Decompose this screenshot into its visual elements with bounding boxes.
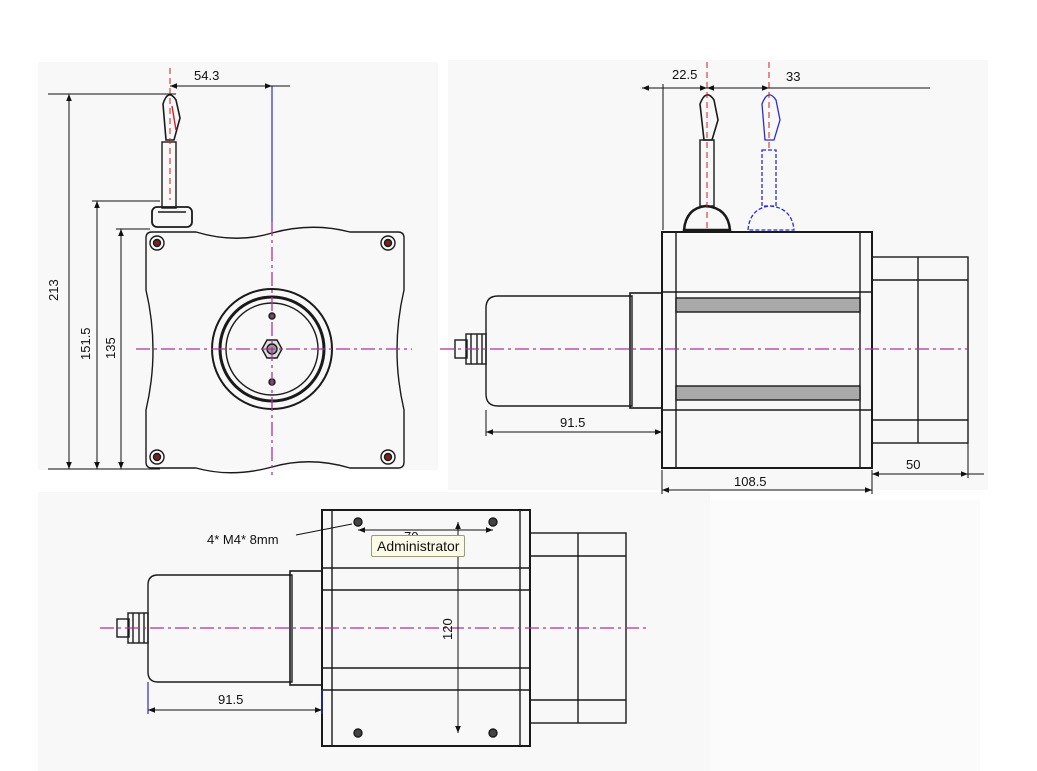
dim-label-33: 33	[786, 69, 800, 84]
side-drum-block	[871, 256, 969, 444]
panel-front-view	[38, 62, 438, 470]
screw-bottom-left	[149, 449, 165, 465]
dim-label-22-5: 22.5	[672, 67, 697, 82]
mount-hole-bottom-right	[488, 728, 498, 738]
mount-hole-top-left	[353, 517, 363, 527]
dim-label-120: 120	[440, 618, 455, 640]
side-rear-cylinder	[485, 295, 633, 407]
dim-label-91-5-bottom: 91.5	[218, 692, 243, 707]
mount-hole-bottom-left	[353, 728, 363, 738]
callout-leader	[295, 523, 353, 536]
dim-label-54-3: 54.3	[194, 68, 219, 83]
username-tooltip: Administrator	[371, 535, 466, 557]
cable-clip	[162, 94, 181, 141]
screw-bottom-right	[380, 449, 396, 465]
side-cable-clip	[699, 94, 719, 141]
side-extended-cable-clip	[761, 94, 781, 141]
mount-hole-top-right	[488, 517, 498, 527]
front-housing-outline	[145, 226, 405, 474]
panel-blank-area	[710, 500, 980, 771]
side-hatch-bottom	[675, 385, 861, 401]
bottom-rear-cylinder	[147, 574, 293, 683]
dim-label-151-5: 151.5	[78, 327, 93, 360]
side-hatch-top	[675, 297, 861, 313]
side-extended-cable-exit	[747, 205, 795, 231]
cable-exit-nut	[151, 206, 193, 228]
dim-label-108-5: 108.5	[734, 474, 767, 489]
callout-thread-spec: 4* M4* 8mm	[207, 532, 279, 547]
dim-label-50: 50	[906, 457, 920, 472]
screw-top-right	[380, 235, 396, 251]
panel-side-view	[448, 60, 988, 490]
dim-label-91-5-side: 91.5	[560, 415, 585, 430]
side-view	[454, 94, 969, 469]
screw-top-left	[149, 235, 165, 251]
cable-guide-tube	[161, 141, 177, 209]
dim-label-135: 135	[103, 337, 118, 359]
dim-label-213: 213	[46, 279, 61, 301]
